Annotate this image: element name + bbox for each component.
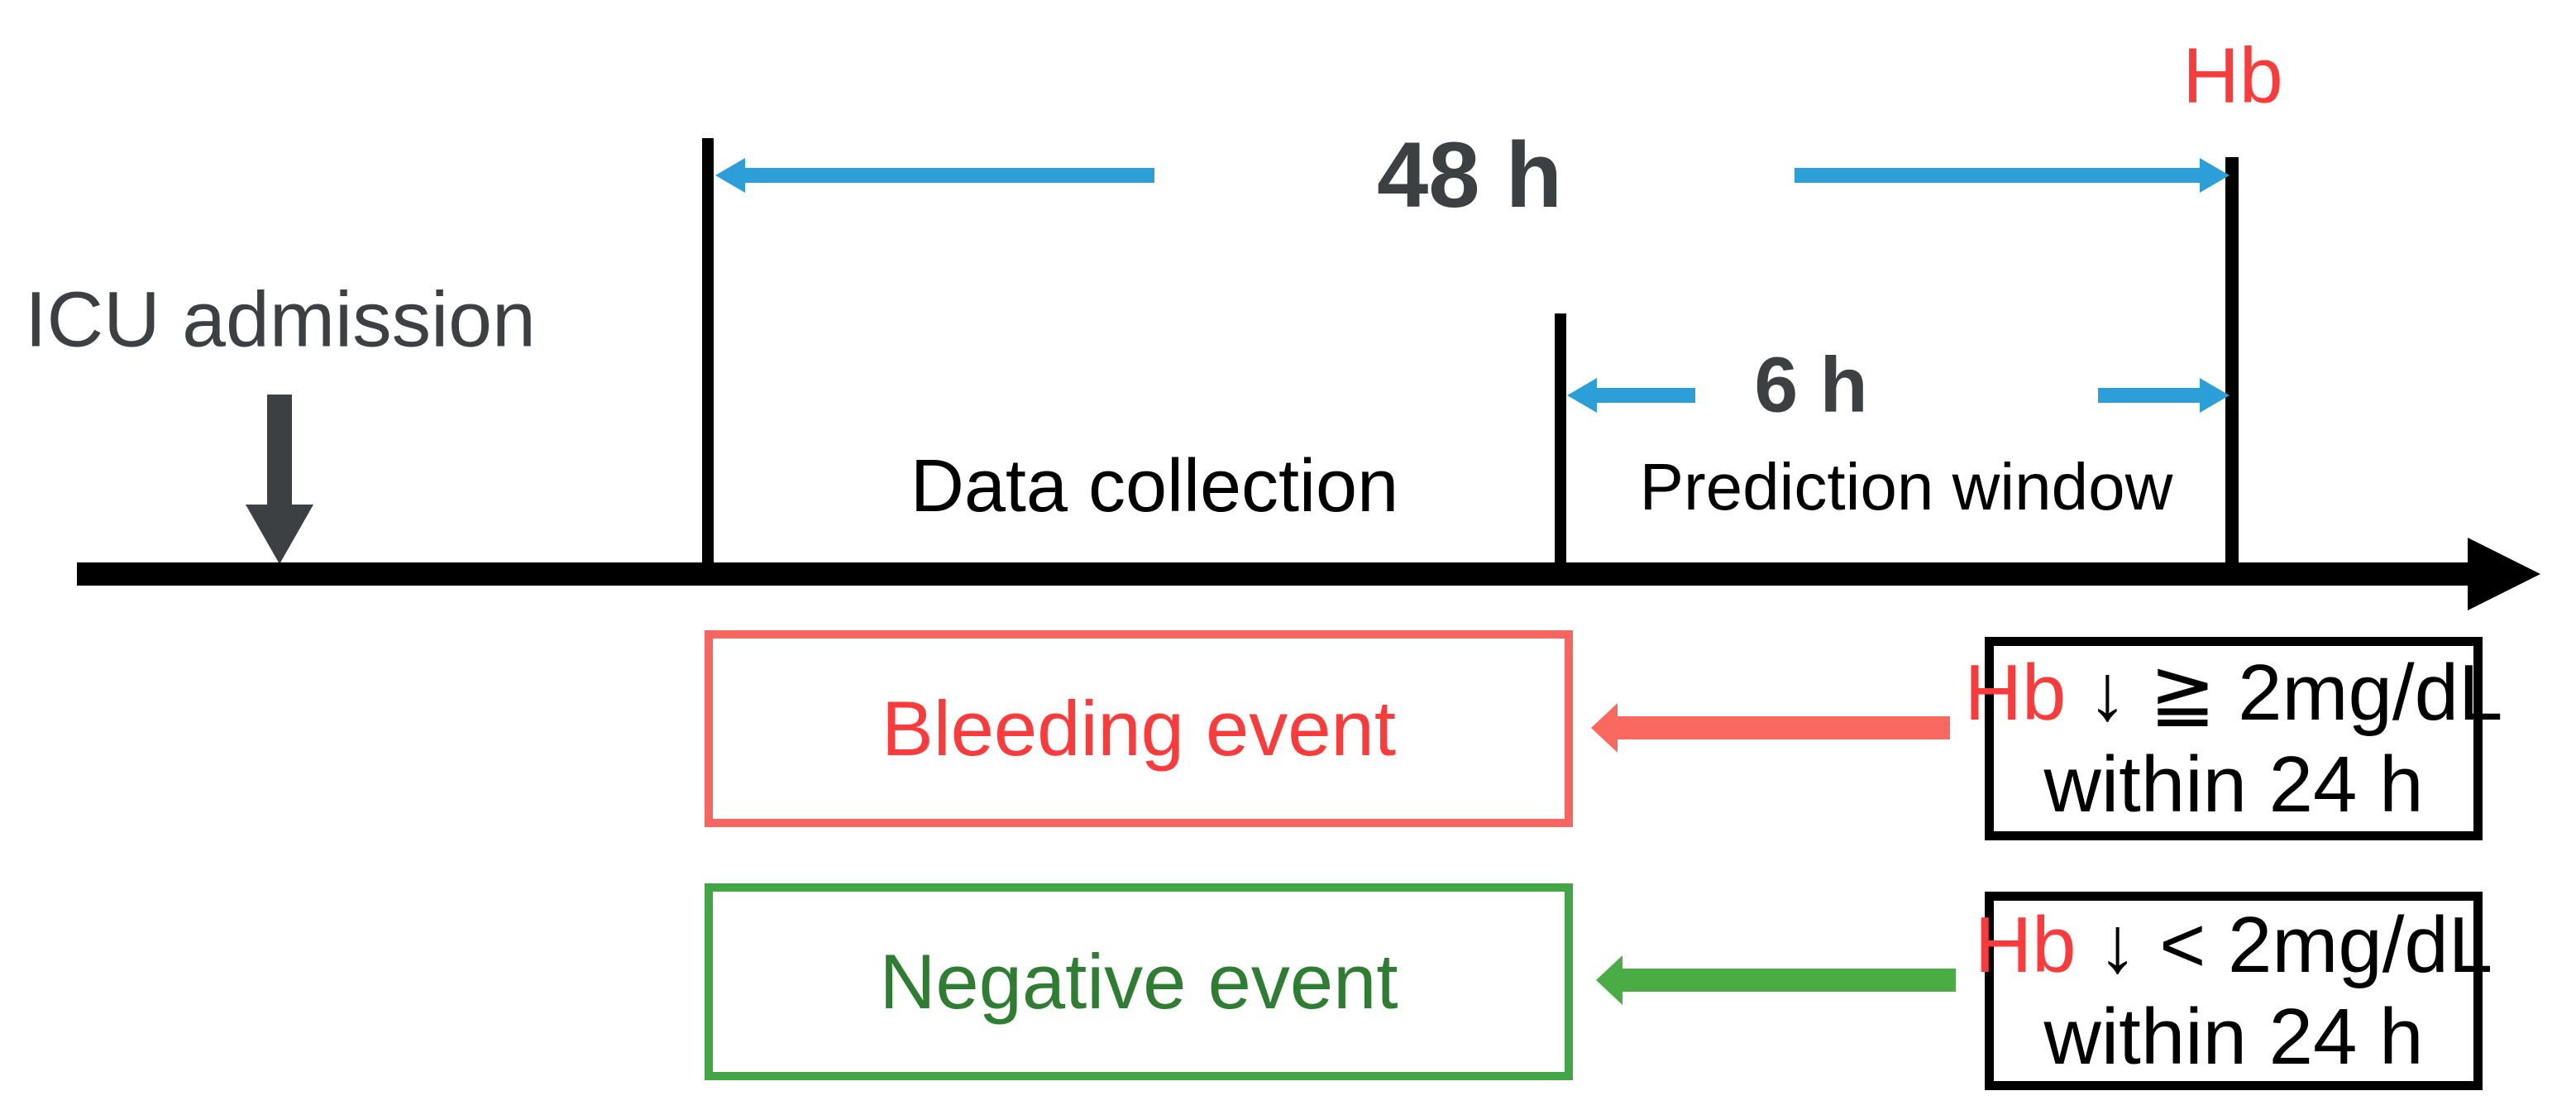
timeline-tick-prediction-start — [1555, 313, 1566, 586]
negative-criteria-hb-label: Hb — [1974, 900, 2077, 989]
icu-admission-arrowhead-icon — [246, 505, 313, 564]
prediction-window-label: Prediction window — [1639, 450, 2173, 524]
arrow-48h-right-shaft — [1795, 168, 2201, 183]
bleeding-criteria-window: within 24 h — [2043, 740, 2424, 829]
negative-criteria-window: within 24 h — [2043, 993, 2424, 1081]
timeline-tick-data-start — [702, 138, 714, 586]
arrow-6h-right-icon — [2200, 378, 2230, 413]
data-collection-label: Data collection — [910, 445, 1399, 528]
timeline-axis — [77, 562, 2473, 586]
icu-admission-arrow-shaft — [267, 395, 292, 507]
arrow-6h-left-shaft — [1594, 388, 1695, 403]
negative-criteria-arrow-shaft — [1621, 969, 1956, 992]
negative-criteria-arrowhead-icon — [1596, 955, 1623, 1005]
hb-measurement-label: Hb — [2182, 31, 2283, 120]
bleeding-criteria-arrow-shaft — [1616, 716, 1950, 739]
bleeding-criteria-condition-line: Hb↓ ≧ 2mg/dL — [1965, 647, 2503, 739]
arrow-6h-left-icon — [1567, 378, 1597, 413]
negative-criteria-box: Hb↓ < 2mg/dL within 24 h — [1975, 892, 2492, 1090]
bleeding-criteria-condition: ↓ ≧ 2mg/dL — [2087, 648, 2503, 737]
bleeding-event-box: Bleeding event — [705, 630, 1573, 827]
timeline-tick-hb-measurement — [2225, 157, 2239, 586]
bleeding-event-label: Bleeding event — [882, 685, 1396, 772]
arrow-48h-right-icon — [2200, 158, 2230, 193]
duration-6h-label: 6 h — [1754, 341, 1868, 429]
bleeding-criteria-arrowhead-icon — [1591, 703, 1618, 753]
arrow-48h-left-icon — [715, 158, 745, 193]
icu-admission-label: ICU admission — [25, 275, 536, 364]
negative-criteria-condition: ↓ < 2mg/dL — [2097, 900, 2493, 989]
bleeding-criteria-box: Hb↓ ≧ 2mg/dL within 24 h — [1965, 637, 2502, 840]
arrow-48h-left-shaft — [743, 168, 1154, 183]
negative-event-label: Negative event — [879, 938, 1398, 1025]
duration-48h-label: 48 h — [1376, 123, 1563, 227]
timeline-arrowhead-icon — [2468, 538, 2540, 610]
arrow-6h-right-shaft — [2098, 388, 2201, 403]
negative-event-box: Negative event — [705, 883, 1573, 1080]
bleeding-criteria-hb-label: Hb — [1964, 648, 2067, 737]
negative-criteria-condition-line: Hb↓ < 2mg/dL — [1975, 899, 2492, 991]
